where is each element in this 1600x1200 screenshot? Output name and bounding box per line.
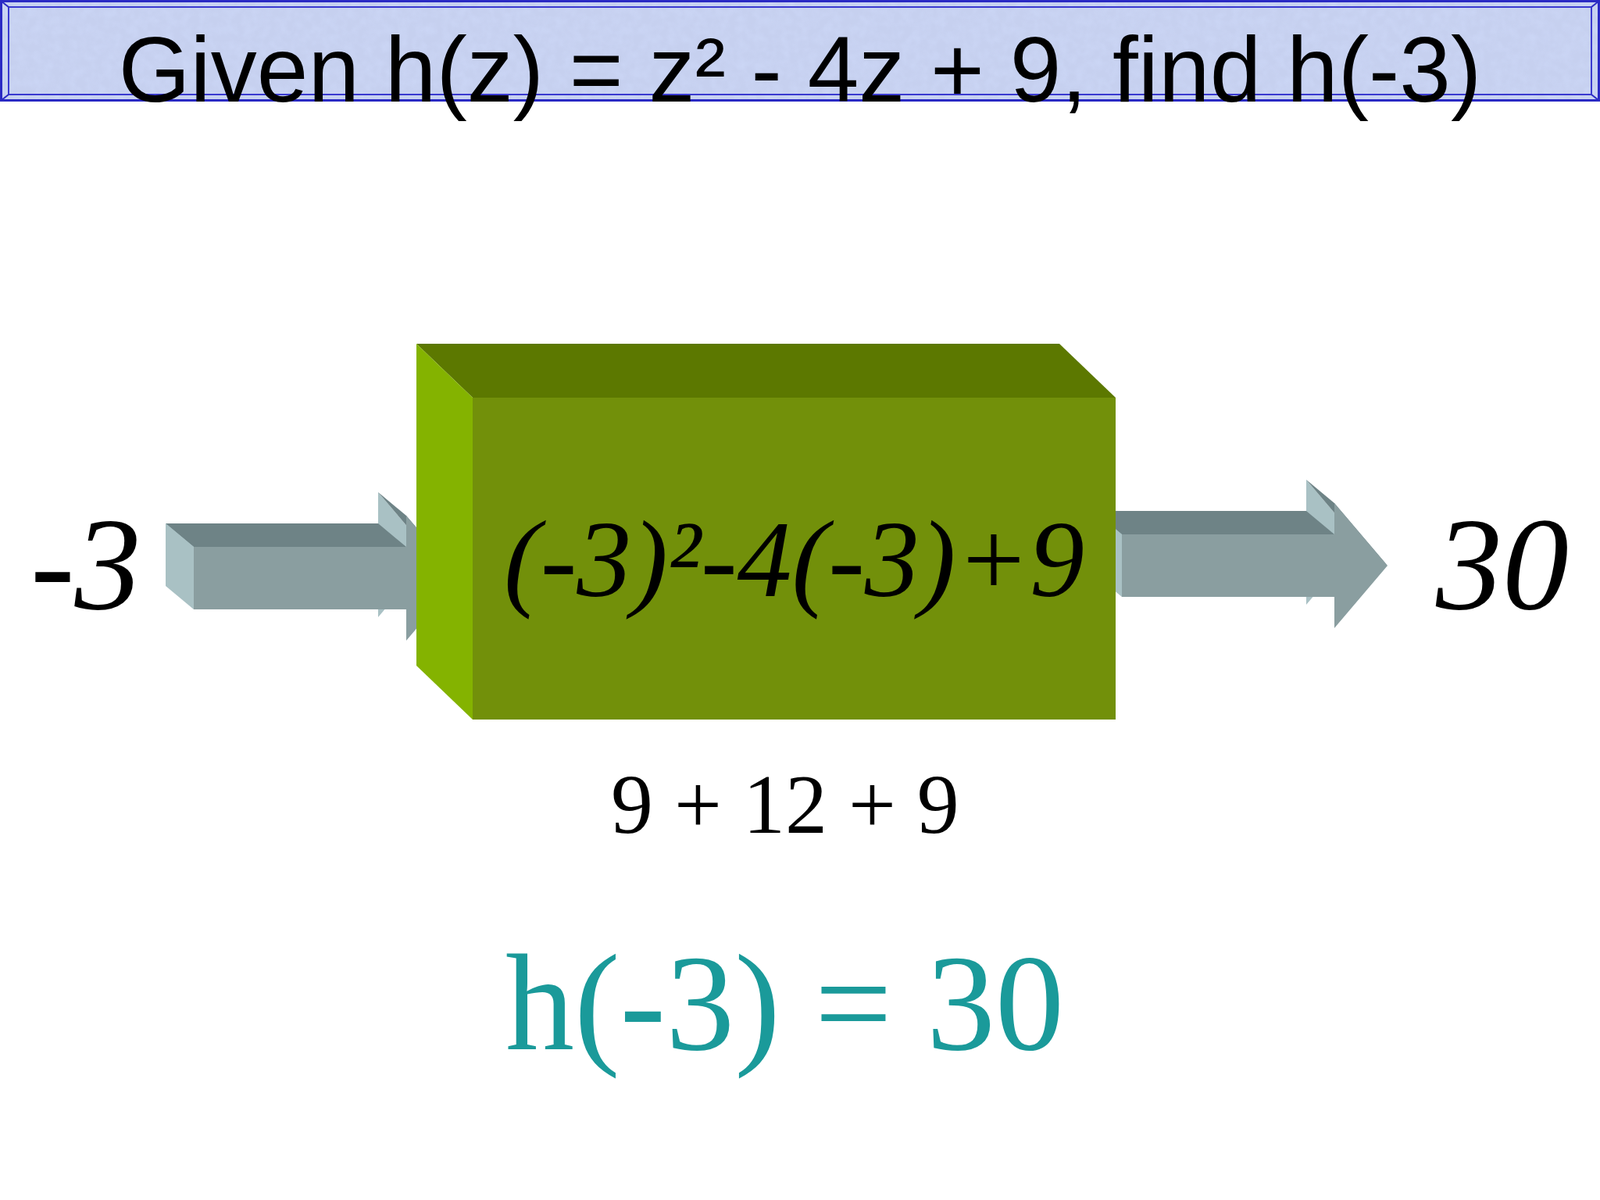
- box-front-face: [472, 397, 1116, 720]
- result-equation-box: h(-3) = 30: [505, 924, 1065, 1083]
- box-top-face: [416, 343, 1116, 398]
- front-face: (-3)²-4(-3)+9: [472, 397, 1116, 720]
- output-arrow: [1093, 479, 1388, 629]
- output-value: 30: [1435, 488, 1569, 641]
- result-equation: h(-3) = 30: [505, 924, 1065, 1083]
- simplified-sum-box: 9 + 12 + 9: [610, 756, 960, 854]
- title: Given h(z) = z² - 4z + 9, find h(-3): [81, 10, 1519, 129]
- title-box: Given h(z) = z² - 4z + 9, find h(-3): [81, 10, 1519, 129]
- box-side-face: [416, 343, 473, 720]
- function-machine: (-3)²-4(-3)+9: [416, 343, 1116, 720]
- input-value: -3: [30, 488, 142, 641]
- function-expression: (-3)²-4(-3)+9: [503, 496, 1085, 622]
- output-value-box: 30: [1435, 488, 1569, 641]
- input-arrow: [165, 492, 460, 641]
- simplified-sum: 9 + 12 + 9: [610, 756, 960, 854]
- input-value-box: -3: [30, 488, 142, 641]
